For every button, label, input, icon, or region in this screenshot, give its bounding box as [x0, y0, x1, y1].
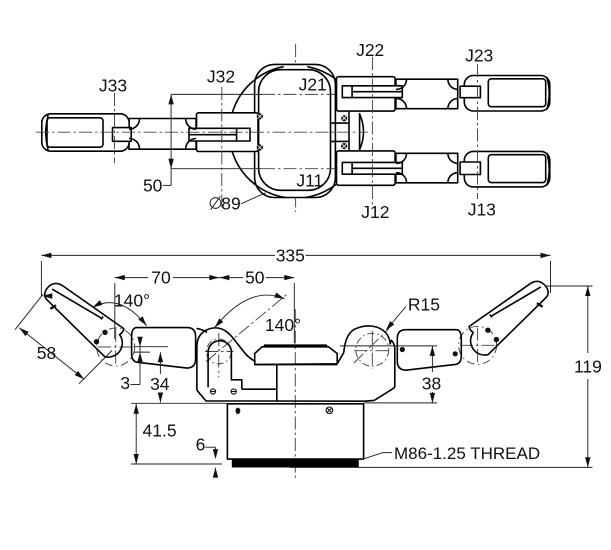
svg-text:J13: J13 — [468, 199, 496, 219]
svg-text:R15: R15 — [408, 295, 440, 315]
svg-text:119: 119 — [574, 357, 602, 377]
svg-text:6: 6 — [196, 434, 206, 454]
svg-text:335: 335 — [276, 246, 305, 266]
svg-text:J33: J33 — [99, 75, 127, 95]
svg-text:140°: 140° — [114, 290, 150, 310]
svg-text:50: 50 — [143, 175, 163, 195]
svg-text:89: 89 — [221, 193, 240, 213]
svg-text:J23: J23 — [465, 46, 493, 66]
svg-text:38: 38 — [422, 374, 441, 394]
svg-text:34: 34 — [150, 374, 170, 394]
svg-text:J12: J12 — [361, 202, 389, 222]
svg-text:3: 3 — [120, 373, 130, 393]
svg-text:140°: 140° — [265, 315, 301, 335]
svg-text:J22: J22 — [356, 40, 384, 60]
svg-text:M86-1.25 THREAD: M86-1.25 THREAD — [394, 444, 540, 463]
svg-text:J11: J11 — [296, 171, 323, 191]
svg-text:J32: J32 — [207, 67, 235, 87]
svg-text:J21: J21 — [299, 74, 327, 94]
svg-text:70: 70 — [151, 268, 171, 288]
svg-text:58: 58 — [37, 343, 56, 363]
svg-text:41.5: 41.5 — [143, 421, 177, 441]
svg-text:50: 50 — [245, 268, 265, 288]
